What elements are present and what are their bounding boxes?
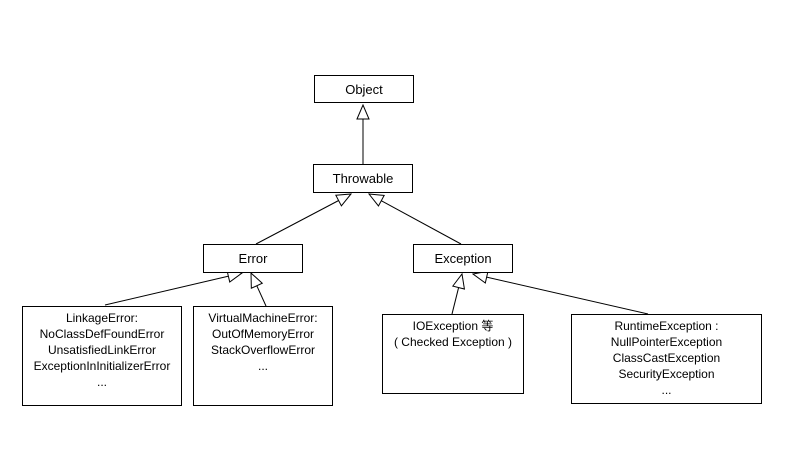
node-label-line: LinkageError: [65,311,139,325]
node-label-line: IOException 等 [412,319,494,333]
edge-exception-to-throwable [369,194,462,245]
edge-ioexception-to-exception [451,274,462,315]
node-error-label: Error [238,251,268,266]
node-label-line: ExceptionInInitializerError [33,359,171,373]
node-label-line: ClassCastException [612,351,721,365]
node-object: Object [314,75,414,103]
node-throwable-label: Throwable [332,171,394,186]
node-label-line: NoClassDefFoundError [39,327,165,341]
node-label-line: UnsatisfiedLinkError [47,343,157,357]
node-exception: Exception [413,244,513,273]
node-label-line: OutOfMemoryError [211,327,314,341]
node-virtual-machine-error: VirtualMachineError: OutOfMemoryError St… [193,306,333,406]
node-label-line: VirtualMachineError: [208,311,318,325]
node-label-line: ( Checked Exception ) [393,335,513,349]
node-label-line: ... [96,375,107,389]
node-linkage-error: LinkageError: NoClassDefFoundError Unsat… [22,306,182,406]
node-throwable: Throwable [313,164,413,193]
edge-error-to-throwable [255,194,351,245]
edge-linkageerror-to-error [104,273,242,306]
node-label-line: ... [661,383,672,397]
node-io-exception: IOException 等 ( Checked Exception ) [382,314,524,394]
edge-virtualmachineerror-to-error [251,273,267,307]
node-runtime-exception: RuntimeException : NullPointerException … [571,314,762,404]
edge-runtimeexception-to-exception [473,274,649,315]
node-label-line: StackOverflowError [210,343,316,357]
node-exception-label: Exception [434,251,492,266]
node-error: Error [203,244,303,273]
node-label-line: SecurityException [618,367,715,381]
node-label-line: NullPointerException [610,335,723,349]
node-label-line: RuntimeException : [614,319,719,333]
node-label-line: ... [257,359,268,373]
node-object-label: Object [345,81,383,97]
